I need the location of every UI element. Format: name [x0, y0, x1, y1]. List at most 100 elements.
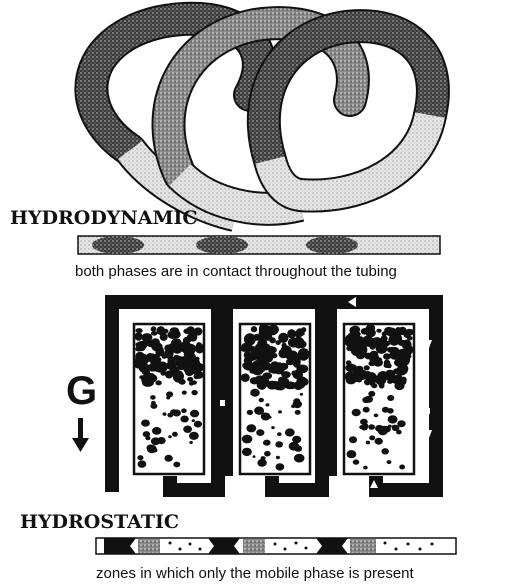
droplet [150, 403, 157, 409]
droplet [347, 450, 357, 458]
droplet [366, 324, 375, 333]
droplet [135, 352, 145, 362]
droplet [268, 369, 274, 373]
droplet [354, 338, 360, 343]
droplet [392, 425, 397, 429]
droplet [395, 327, 401, 333]
droplet [352, 409, 361, 417]
droplet [383, 426, 391, 433]
hydrostatic-tube-strip [96, 538, 456, 554]
droplet [182, 391, 187, 395]
droplet [157, 437, 166, 444]
droplet [363, 466, 368, 470]
droplet [192, 419, 195, 422]
droplet [268, 416, 271, 419]
droplet [258, 382, 263, 386]
droplet [191, 368, 197, 374]
droplet [294, 357, 300, 362]
droplet [275, 340, 280, 345]
droplet [241, 373, 250, 382]
droplet [277, 432, 282, 436]
droplet [376, 329, 381, 333]
droplet [295, 410, 301, 415]
droplet [166, 396, 170, 399]
hydrostatic-label: HYDROSTATIC [20, 511, 179, 533]
hydrostatic-caption: zones in which only the mobile phase is … [96, 565, 415, 582]
droplet [288, 337, 300, 347]
droplet [271, 353, 278, 358]
droplet [174, 355, 180, 359]
droplet [266, 403, 270, 406]
droplet [364, 365, 370, 370]
droplet [398, 354, 410, 367]
droplet [297, 366, 303, 371]
droplet [282, 343, 287, 348]
droplet [399, 465, 405, 470]
droplet [183, 426, 192, 433]
droplet [183, 328, 191, 334]
droplet [190, 410, 199, 418]
droplet [253, 455, 256, 458]
droplet [402, 340, 412, 350]
droplet [368, 424, 375, 430]
droplet [269, 337, 276, 343]
hydrodynamic-caption: both phases are in contact throughout th… [75, 263, 397, 280]
droplet [195, 343, 205, 353]
droplet [293, 400, 302, 408]
droplet [150, 395, 156, 400]
droplet [256, 429, 264, 436]
droplet [366, 441, 370, 445]
droplet [138, 460, 147, 467]
droplet [173, 462, 180, 468]
droplet [375, 438, 383, 445]
droplet [279, 363, 288, 370]
droplet [294, 454, 305, 463]
droplet [300, 393, 303, 396]
droplet [264, 451, 271, 457]
droplet [259, 398, 264, 402]
droplet [369, 435, 375, 440]
droplet [145, 436, 150, 440]
droplet [381, 448, 389, 454]
droplet [151, 331, 158, 336]
droplet [380, 339, 386, 343]
droplet [258, 360, 265, 365]
droplet [163, 412, 167, 415]
droplet [379, 382, 385, 388]
droplet [268, 382, 278, 390]
hydrostatic-cell-diagram [112, 297, 436, 492]
coil-illustration [91, 19, 432, 215]
droplet [388, 415, 398, 423]
droplet [191, 390, 197, 395]
droplet [164, 349, 173, 359]
droplet [287, 329, 296, 338]
droplet [147, 445, 157, 453]
droplet [194, 327, 203, 335]
droplet [242, 435, 253, 444]
droplet [136, 341, 146, 351]
droplet [363, 424, 369, 429]
droplet [353, 459, 360, 464]
droplet [177, 359, 187, 367]
droplet [141, 420, 150, 427]
droplet [364, 379, 370, 386]
droplet [403, 332, 410, 338]
droplet [152, 427, 161, 435]
droplet [385, 341, 391, 346]
droplet [189, 432, 199, 440]
droplet [384, 327, 394, 334]
droplet [384, 361, 391, 367]
droplet [247, 410, 253, 415]
droplet [369, 354, 379, 364]
droplet [297, 438, 301, 441]
droplet [146, 373, 153, 380]
droplet [276, 456, 280, 459]
droplet [285, 428, 295, 436]
droplet [172, 432, 178, 437]
droplet [378, 371, 389, 380]
droplet [174, 340, 181, 347]
droplet [258, 334, 267, 343]
droplet [247, 347, 253, 352]
droplet [181, 408, 187, 413]
droplet [275, 441, 283, 447]
